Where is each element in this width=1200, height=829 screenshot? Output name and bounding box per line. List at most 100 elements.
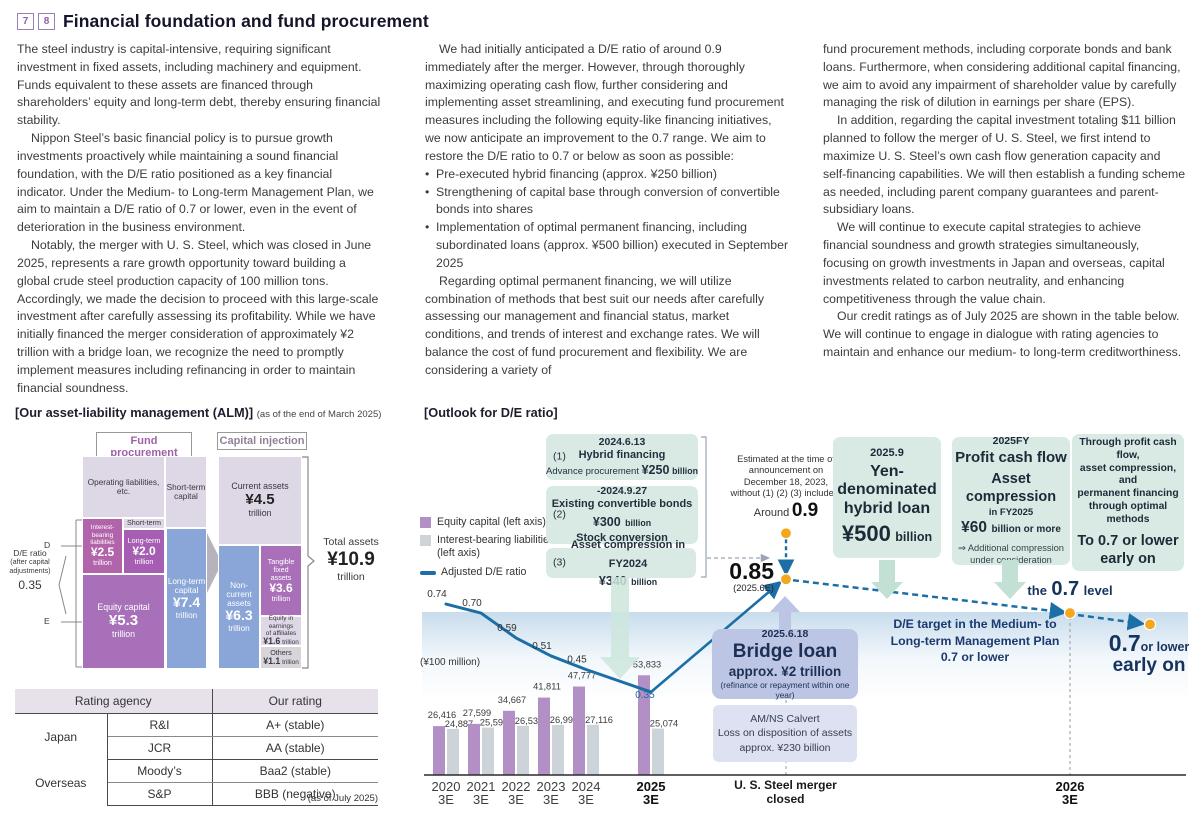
value: approx. ¥2 trillion [728, 663, 842, 679]
outlook-heading-text: [Outlook for D/E ratio] [424, 405, 558, 420]
equity-bar [503, 710, 515, 775]
alm-de-bracket [61, 519, 82, 668]
label: Asset compression [965, 471, 1057, 506]
equity-bar [573, 686, 585, 775]
label: U. S. Steel merger [734, 778, 837, 792]
de-point-label: 0.70 [462, 598, 482, 609]
paragraph: Nippon Steel’s basic financial policy is… [17, 131, 374, 235]
label: Advance procurement [546, 465, 639, 477]
label: fixed [273, 564, 289, 574]
liabilities-bar-value: 27,116 [585, 715, 613, 725]
alm-e-label: E [44, 616, 50, 626]
text-column-2: We had initially anticipated a D/E ratio… [425, 41, 789, 380]
merger-axis-label: U. S. Steel merger closed [723, 778, 848, 807]
value: ¥10.9 [327, 548, 375, 570]
alm-equity-in-earnings: Equity in earnings of affiliates ¥1.6 tr… [260, 615, 302, 646]
alm-interest-bearing-liabilities: Interest-bearing liabilities ¥2.5 trilli… [82, 518, 123, 574]
alm-total-assets-bracket [302, 456, 315, 669]
value: ¥7.4 [172, 594, 201, 611]
label: Long-term [127, 535, 161, 545]
rating-cell: Baa2 (stable) [212, 759, 378, 783]
unit: trillion [228, 624, 250, 634]
equity-bar-value: 41,811 [533, 682, 561, 692]
title: Asset compression in FY2024 [570, 539, 686, 570]
paragraph: The steel industry is capital-intensive,… [17, 42, 381, 128]
value: ¥250 [641, 462, 670, 477]
paragraph: fund procurement methods, including corp… [823, 42, 1181, 110]
page-badge-7: 7 [17, 13, 34, 30]
equity-bar-value: 53,833 [633, 659, 661, 669]
yen-hybrid-loan-box: 2025.9 Yen-denominated hybrid loan ¥500 … [833, 437, 941, 558]
estimate-dot [779, 527, 793, 540]
current-de-annotation: 0.85 (2025.6E) [698, 558, 774, 594]
item-number: (3) [553, 556, 566, 569]
label: capital [174, 492, 198, 501]
value: ¥4.5 [245, 491, 275, 509]
amns-calvert-box: AM/NS Calvert Loss on disposition of ass… [713, 705, 857, 762]
bullet-list: Pre-executed hybrid financing (approx. ¥… [425, 166, 789, 273]
date: 2025FY [992, 435, 1030, 448]
de-point-label: 0.59 [497, 623, 517, 634]
initiative-box-1: (1) 2024.6.13 Hybrid financing Advance p… [546, 434, 698, 480]
alm-total-assets: Total assets ¥10.9 trillion [318, 536, 384, 584]
item-number: (1) [553, 450, 566, 463]
label: level [1083, 583, 1113, 598]
bridge-arrow-head-icon [770, 596, 800, 612]
equity-bar-value: 26,416 [428, 710, 456, 720]
value: ¥5.3 [108, 612, 139, 630]
paragraph: We had initially anticipated a D/E ratio… [425, 42, 784, 163]
paragraph: Notably, the merger with U. S. Steel, wh… [17, 238, 379, 395]
beyond-dot [1143, 618, 1157, 631]
label: Tangible [267, 556, 295, 566]
alm-tangible-fixed-assets: Tangible fixed assets ¥3.6 trillion [260, 545, 302, 616]
alm-heading-text: [Our asset-liability management (ALM)] [15, 405, 254, 420]
label: Equity in earnings [268, 615, 294, 630]
liabilities-bar [552, 725, 564, 775]
initiative-box-2: (2) -2024.9.27 Existing convertible bond… [546, 485, 698, 544]
capital-injection-label: Capital injection [217, 432, 307, 450]
alm-de-ratio-label: D/E ratio (after capital adjustments) 0.… [2, 548, 58, 592]
bullet-item: Pre-executed hybrid financing (approx. ¥… [425, 166, 789, 184]
label: Loss on disposition of assets [717, 727, 853, 740]
paragraph: Our credit ratings as of July 2025 are s… [823, 309, 1182, 360]
label: current [226, 589, 252, 599]
unit: trillion [93, 558, 112, 568]
label: early on [1112, 655, 1186, 677]
liabilities-bar [587, 724, 599, 775]
label: permanent financing [1077, 488, 1179, 500]
label: closed [766, 792, 805, 807]
label: through optimal methods [1088, 501, 1168, 526]
liabilities-bar [517, 725, 529, 775]
label: Current assets [231, 481, 289, 492]
bridge-loan-box: 2025.6.18 Bridge loan approx. ¥2 trillio… [712, 628, 858, 700]
unit: trillion [271, 594, 291, 604]
label: Operating liabilities, [87, 477, 160, 487]
current-de-value: 0.85 [729, 558, 774, 584]
title: Hybrid financing [578, 448, 666, 461]
label: Through profit cash flow, [1079, 436, 1177, 461]
legend-label: Interest-bearing liabilities (left axis) [437, 534, 555, 560]
date: 2025.6.18 [761, 628, 809, 641]
unit: billion [625, 517, 652, 528]
label: in FY2025 [988, 506, 1034, 518]
region-cell: Japan [15, 713, 108, 760]
title: Profit cash flow [955, 448, 1067, 466]
level07-dot [1063, 606, 1077, 620]
value: ¥3.6 [269, 580, 293, 595]
label: or lower [1140, 640, 1190, 654]
liabilities-swatch-icon [420, 535, 431, 547]
credit-rating-table: Rating agency Our rating Japan R&I A+ (s… [15, 689, 378, 806]
note: (after capital adjustments) [9, 557, 51, 575]
value: ¥6.3 [225, 607, 253, 624]
rating-cell: AA (stable) [212, 736, 378, 760]
de-point-label: 0.45 [567, 654, 587, 665]
equity-bar [433, 726, 445, 775]
legend-item-liabilities: Interest-bearing liabilities (left axis) [420, 534, 580, 560]
col-header-rating-agency: Rating agency [15, 689, 212, 714]
value: ¥2.0 [132, 543, 156, 558]
label: of affiliates [265, 629, 297, 637]
label: Long-term [167, 576, 206, 586]
yen-loan-arrow-head-icon [871, 582, 903, 599]
